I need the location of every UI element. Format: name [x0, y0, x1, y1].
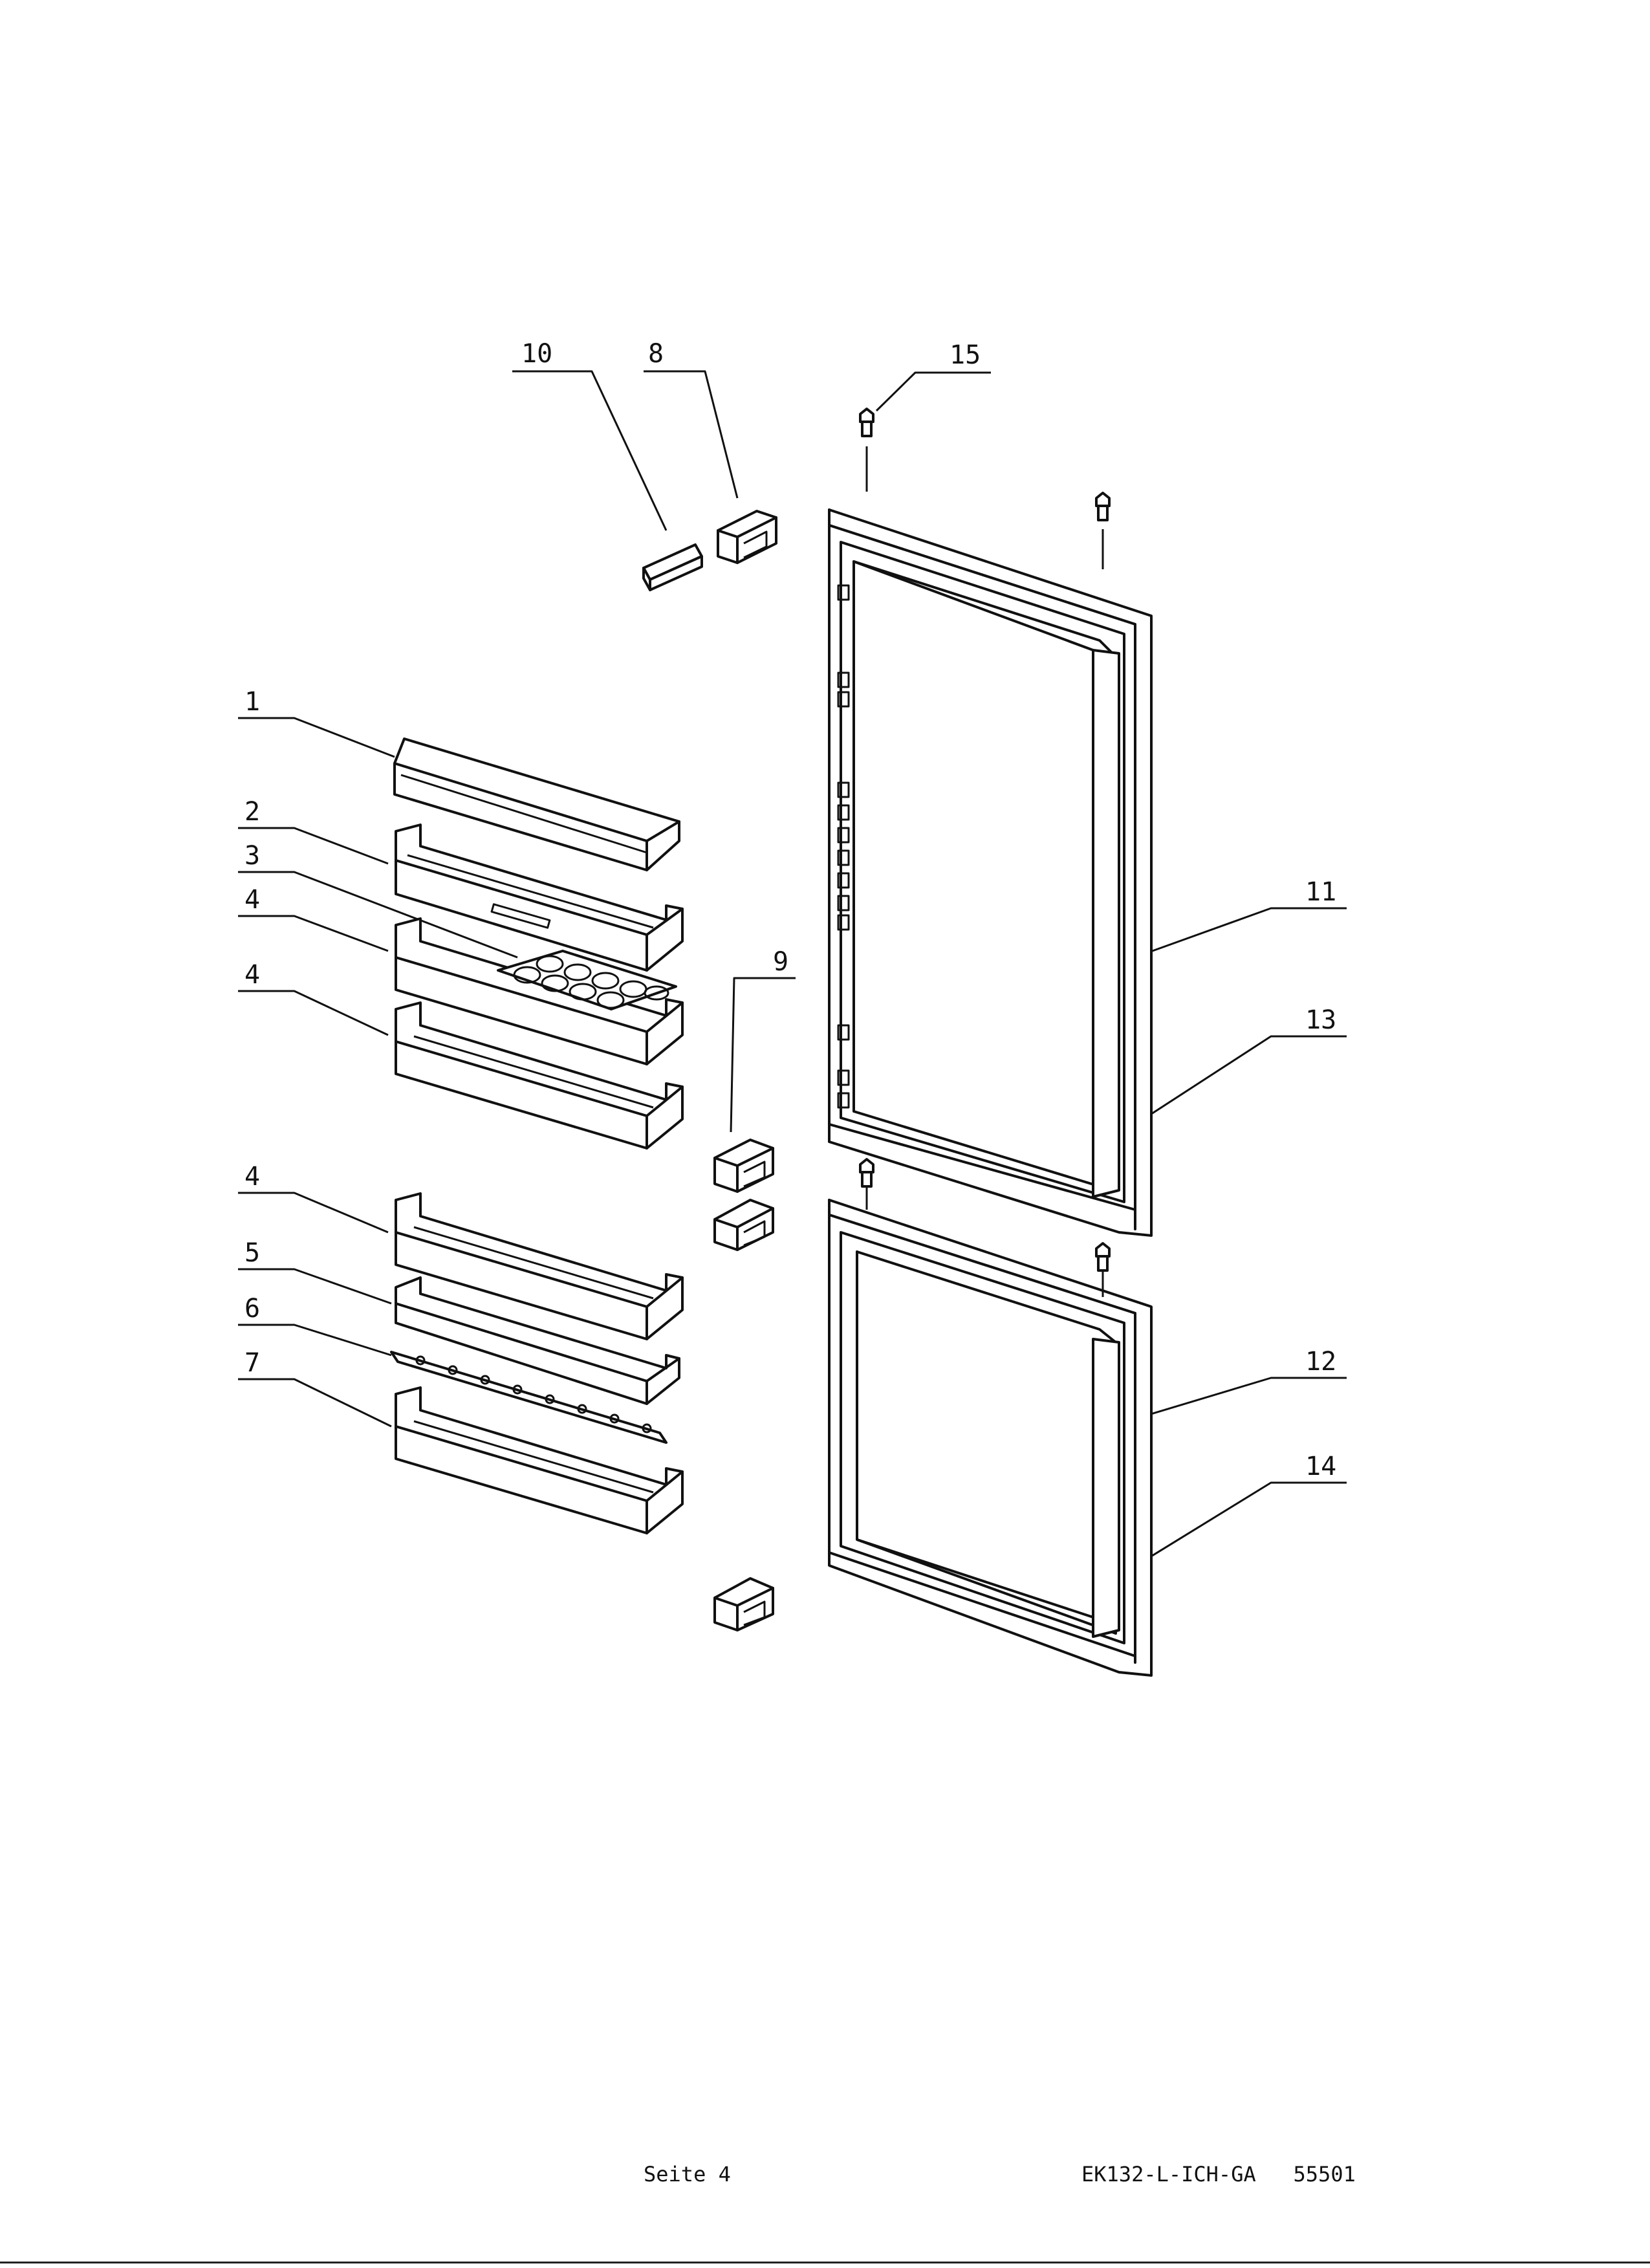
callout-9: 9	[730, 947, 796, 1133]
callout-14: 14	[1138, 1452, 1347, 1565]
svg-text:14: 14	[1305, 1452, 1336, 1481]
callout-6: 6	[238, 1294, 392, 1357]
part-12-lower-door	[828, 1199, 1153, 1677]
callout-7: 7	[238, 1348, 392, 1428]
callout-15: 15	[875, 340, 991, 412]
hinge-bracket-middle	[713, 1199, 774, 1251]
hinge-bracket-bottom	[713, 1577, 774, 1631]
part-4-shelf-b	[395, 1001, 684, 1150]
callout-8: 8	[644, 339, 739, 499]
part-9-bracket	[713, 1139, 774, 1193]
svg-text:6: 6	[244, 1294, 260, 1324]
part-7-bottle-shelf	[395, 1386, 684, 1534]
part-2-shelf	[395, 823, 684, 972]
part-5-shelf-rail	[395, 1276, 680, 1405]
part-1-cover	[393, 737, 680, 871]
callout-2: 2	[238, 797, 389, 865]
part-8-bracket	[717, 510, 777, 564]
part-15-screws	[859, 408, 1111, 1297]
svg-text:5: 5	[244, 1238, 260, 1268]
svg-text:1: 1	[244, 687, 260, 717]
callout-1: 1	[238, 687, 395, 758]
part-11-upper-door	[828, 508, 1153, 1237]
callout-3: 3	[238, 841, 518, 959]
svg-text:4: 4	[244, 1162, 260, 1192]
callout-10: 10	[512, 339, 668, 531]
page-number: Seite 4	[644, 2162, 731, 2186]
callout-4a: 4	[238, 885, 389, 952]
part-4-shelf-c	[395, 1192, 684, 1340]
svg-text:9: 9	[773, 947, 788, 977]
part-4-shelf-a	[395, 917, 684, 1065]
callout-5: 5	[238, 1238, 392, 1305]
part-3-egg-tray	[497, 950, 677, 1010]
footer-rule	[0, 2262, 1650, 2263]
svg-text:10: 10	[521, 339, 552, 369]
svg-text:4: 4	[244, 885, 260, 915]
part-10-strip	[642, 543, 703, 591]
callout-4c: 4	[238, 1162, 389, 1234]
svg-text:3: 3	[244, 841, 260, 871]
callout-4b: 4	[238, 960, 389, 1036]
svg-text:12: 12	[1305, 1347, 1336, 1377]
svg-text:4: 4	[244, 960, 260, 990]
svg-text:7: 7	[244, 1348, 260, 1378]
svg-text:13: 13	[1305, 1005, 1336, 1035]
document-code: EK132-L-ICH-GA 55501	[1081, 2162, 1356, 2186]
svg-text:15: 15	[950, 340, 981, 370]
svg-text:2: 2	[244, 797, 260, 827]
part-6-bottle-retainer	[390, 1351, 668, 1444]
svg-text:11: 11	[1305, 877, 1336, 907]
svg-text:8: 8	[648, 339, 664, 369]
callout-13: 13	[1138, 1005, 1347, 1124]
